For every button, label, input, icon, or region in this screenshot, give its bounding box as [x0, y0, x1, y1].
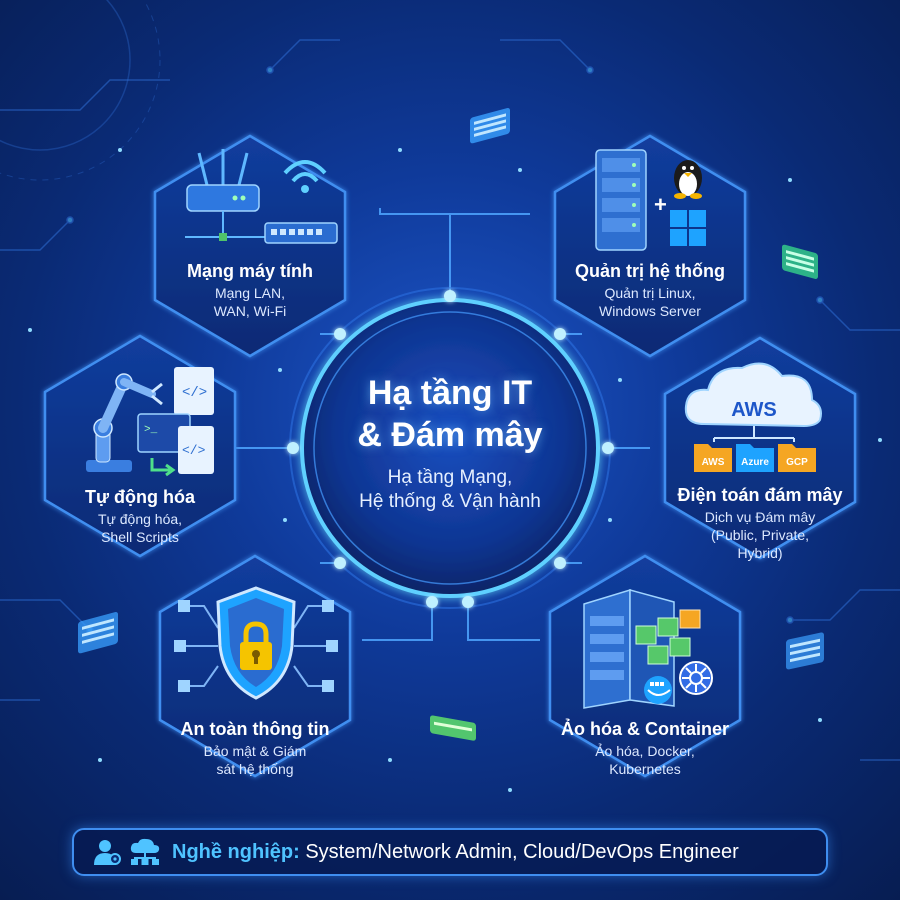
svg-text:</>: </>: [182, 385, 207, 401]
career-text: Nghề nghiệp: System/Network Admin, Cloud…: [172, 841, 739, 864]
robot-arm-code-icon: </> >_ </>: [86, 367, 214, 477]
node-network-title: Mạng máy tính: [186, 261, 313, 281]
node-network-sub-1: Mạng LAN,: [214, 285, 286, 301]
router-wifi-switch-icon: [185, 149, 338, 244]
node-security-sub-1: Bảo mật & Giám: [203, 743, 307, 759]
node-cloud-sub-1: Dịch vụ Đám mây: [704, 509, 816, 525]
node-sysadmin-sub-1: Quản trị Linux,: [604, 285, 696, 301]
cloud-folder-azure: Azure: [741, 457, 769, 468]
circuit-traces: [0, 39, 900, 761]
node-cloud-sub-3: Hybrid): [737, 545, 783, 561]
server-linux-windows-icon: +: [595, 149, 706, 251]
node-automation-title: Tự động hóa: [84, 487, 195, 507]
hex-sysadmin: [553, 134, 747, 358]
decor-arcs: [0, 0, 161, 181]
center-subtitle: Hạ tầng Mạng, Hệ thống & Vận hành: [300, 466, 600, 514]
cloud-network-icon: [130, 838, 160, 865]
sparkles: [28, 148, 882, 792]
svg-text:+: +: [654, 192, 667, 217]
admin-user-icon: [94, 840, 121, 865]
center-label: Hạ tầng IT & Đám mây Hạ tầng Mạng, Hệ th…: [300, 372, 600, 514]
node-cloud-sub-2: (Public, Private,: [710, 527, 810, 543]
center-title: Hạ tầng IT & Đám mây: [300, 372, 600, 456]
node-cloud-title: Điện toán đám mây: [677, 485, 843, 505]
server-containers-icon: [583, 588, 713, 709]
node-virtualization-sub-1: Ảo hóa, Docker,: [595, 743, 695, 759]
center-title-line2: & Đám mây: [357, 416, 543, 454]
cloud-icon: [684, 362, 822, 472]
cloud-main-label: AWS: [731, 399, 777, 421]
career-value: System/Network Admin, Cloud/DevOps Engin…: [299, 840, 739, 863]
decor-chips: [78, 107, 824, 741]
career-label: Nghề nghiệp:: [172, 840, 300, 863]
cloud-folder-aws: AWS: [702, 457, 725, 468]
center-subtitle-line2: Hệ thống & Vận hành: [359, 491, 541, 512]
node-virtualization-sub-2: Kubernetes: [609, 761, 681, 777]
node-network-sub-2: WAN, Wi-Fi: [213, 303, 287, 319]
node-security-sub-2: sát hệ thống: [216, 761, 294, 777]
hex-network: [153, 134, 347, 358]
career-icons: [92, 837, 162, 867]
node-automation-sub-1: Tự động hóa,: [97, 511, 183, 527]
node-sysadmin-title: Quản trị hệ thống: [575, 261, 725, 281]
career-banner: Nghề nghiệp: System/Network Admin, Cloud…: [72, 828, 828, 876]
shield-lock-icon: [174, 586, 338, 700]
center-title-line1: Hạ tầng IT: [367, 374, 533, 412]
svg-text:>_: >_: [144, 424, 158, 436]
node-virtualization-title: Ảo hóa & Container: [560, 719, 729, 739]
center-hub: [289, 287, 611, 609]
cloud-folder-gcp: GCP: [786, 457, 808, 468]
node-automation-sub-2: Shell Scripts: [101, 529, 179, 545]
center-subtitle-line1: Hạ tầng Mạng,: [387, 467, 513, 488]
node-security-title: An toàn thông tin: [180, 719, 330, 739]
node-sysadmin-sub-2: Windows Server: [599, 303, 701, 319]
svg-text:</>: </>: [182, 443, 206, 458]
connector-nodes: [287, 290, 614, 608]
